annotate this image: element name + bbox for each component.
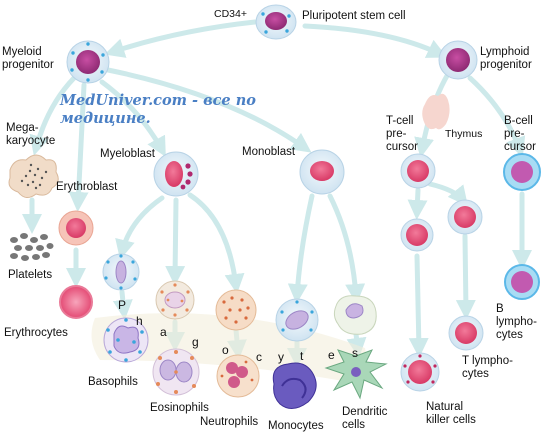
- t-line-precursor-cell: [447, 199, 483, 235]
- b-lymphocyte-cell: [504, 264, 540, 300]
- arrow-t-branch-down: [455, 233, 476, 320]
- b-cell-precursor-label: B-cell pre- cursor: [504, 115, 536, 153]
- arrow-myeloblast-to-neutrophil-line: [187, 192, 245, 294]
- neutrophil-cell: [216, 354, 260, 398]
- phagocytes-letter: o: [222, 343, 229, 357]
- t-lymphocytes-label: T lympho- cytes: [462, 355, 513, 380]
- arrow-myeloblast-to-basophil-line: [115, 195, 165, 260]
- neutrophil-precursor-cell: [215, 289, 257, 331]
- monoblast-cell: [299, 149, 345, 195]
- cd34-label: CD34+: [214, 8, 247, 20]
- arrow-myeloid-to-megakaryocyte: [29, 75, 77, 156]
- dendritic-cells-label: Dendritic cells: [342, 406, 388, 431]
- phagocytes-letter: s: [352, 346, 358, 360]
- erythroblast-cell: [58, 210, 94, 246]
- arrow-lymphoid-to-bcell: [467, 75, 526, 158]
- phagocytes-letter: t: [300, 349, 304, 363]
- natural-killer-cell: [400, 352, 440, 392]
- phagocytes-letter: y: [278, 350, 284, 364]
- phagocytes-letter: P: [118, 298, 127, 312]
- arrow-myeloid-to-myeloblast: [99, 79, 166, 158]
- basophil-precursor-cell: [102, 253, 140, 291]
- arrow-stem-to-lymphoid: [302, 23, 448, 58]
- arrow-monoblast-to-dendritic: [327, 193, 366, 304]
- t-cell-precursor-cell: [400, 153, 436, 189]
- t-cell-precursor-label: T-cell pre- cursor: [386, 115, 418, 153]
- b-cell-precursor-cell: [503, 153, 541, 191]
- natural-killer-label: Natural killer cells: [426, 401, 476, 426]
- thymus-label: Thymus: [445, 128, 483, 140]
- erythrocyte-cell: [59, 285, 93, 319]
- eosinophil-precursor-cell: [155, 280, 195, 320]
- phagocytes-letter: a: [160, 325, 167, 339]
- monocytes-label: Monocytes: [268, 420, 324, 432]
- lymphoid-progenitor-label: Lymphoid progenitor: [480, 46, 532, 71]
- arrow-tcell-to-nk: [407, 187, 428, 220]
- arrow-stem-to-myeloid: [104, 19, 258, 58]
- arrow-tcell-to-t-branch: [427, 181, 469, 207]
- phagocytes-letter: e: [328, 348, 335, 362]
- arrow-monoblast-to-monocyte: [287, 193, 315, 304]
- basophils-label: Basophils: [88, 376, 138, 388]
- megakaryocyte-cell: [8, 154, 59, 198]
- myeloblast-cell: [153, 151, 199, 197]
- phagocytes-letter: c: [256, 350, 262, 364]
- dendritic-precursor-cell: [333, 295, 377, 335]
- erythroblast-label: Erythroblast: [56, 181, 118, 193]
- arrows: [22, 19, 532, 368]
- platelets: [10, 233, 54, 261]
- megakaryocyte-label: Mega- karyocyte: [6, 122, 56, 147]
- stem-cell: [255, 4, 297, 40]
- platelets-label: Platelets: [8, 269, 53, 281]
- lymphoid-progenitor-cell: [438, 40, 478, 80]
- erythrocytes-label: Erythrocytes: [4, 327, 68, 339]
- monoblast-label: Monoblast: [242, 146, 296, 158]
- myeloid-progenitor-cell: [66, 40, 110, 84]
- phagocytes-letter: h: [136, 314, 143, 328]
- arrow-nk-line-down: [408, 253, 429, 358]
- t-lymphocyte-cell: [448, 315, 484, 351]
- arrow-myeloblast-to-eosinophil-line: [165, 197, 186, 286]
- basophil-cell: [103, 317, 149, 363]
- phagocytes-letter: g: [192, 335, 199, 349]
- arrow-myeloid-to-monoblast: [105, 67, 312, 153]
- eosinophils-label: Eosinophils: [150, 402, 209, 414]
- b-lymphocytes-label: B lympho- cytes: [496, 303, 537, 341]
- nk-precursor-cell: [400, 218, 434, 252]
- arrow-myeloid-to-erythroblast: [68, 82, 89, 212]
- thymus-shape: [422, 93, 450, 130]
- neutrophils-label: Neutrophils: [200, 416, 259, 428]
- arrow-basophil-line-down: [112, 289, 133, 320]
- monocyte-precursor-cell: [275, 298, 319, 342]
- myeloblast-label: Myeloblast: [100, 148, 155, 160]
- watermark-text: MedUniver.com - все по медицине.: [60, 92, 256, 127]
- eosinophil-cell: [152, 348, 200, 396]
- stem-cell-label: Pluripotent stem cell: [302, 10, 406, 22]
- monocyte-cell: [272, 362, 317, 409]
- myeloid-progenitor-label: Myeloid progenitor: [2, 46, 54, 71]
- dendritic-cell: [324, 349, 388, 400]
